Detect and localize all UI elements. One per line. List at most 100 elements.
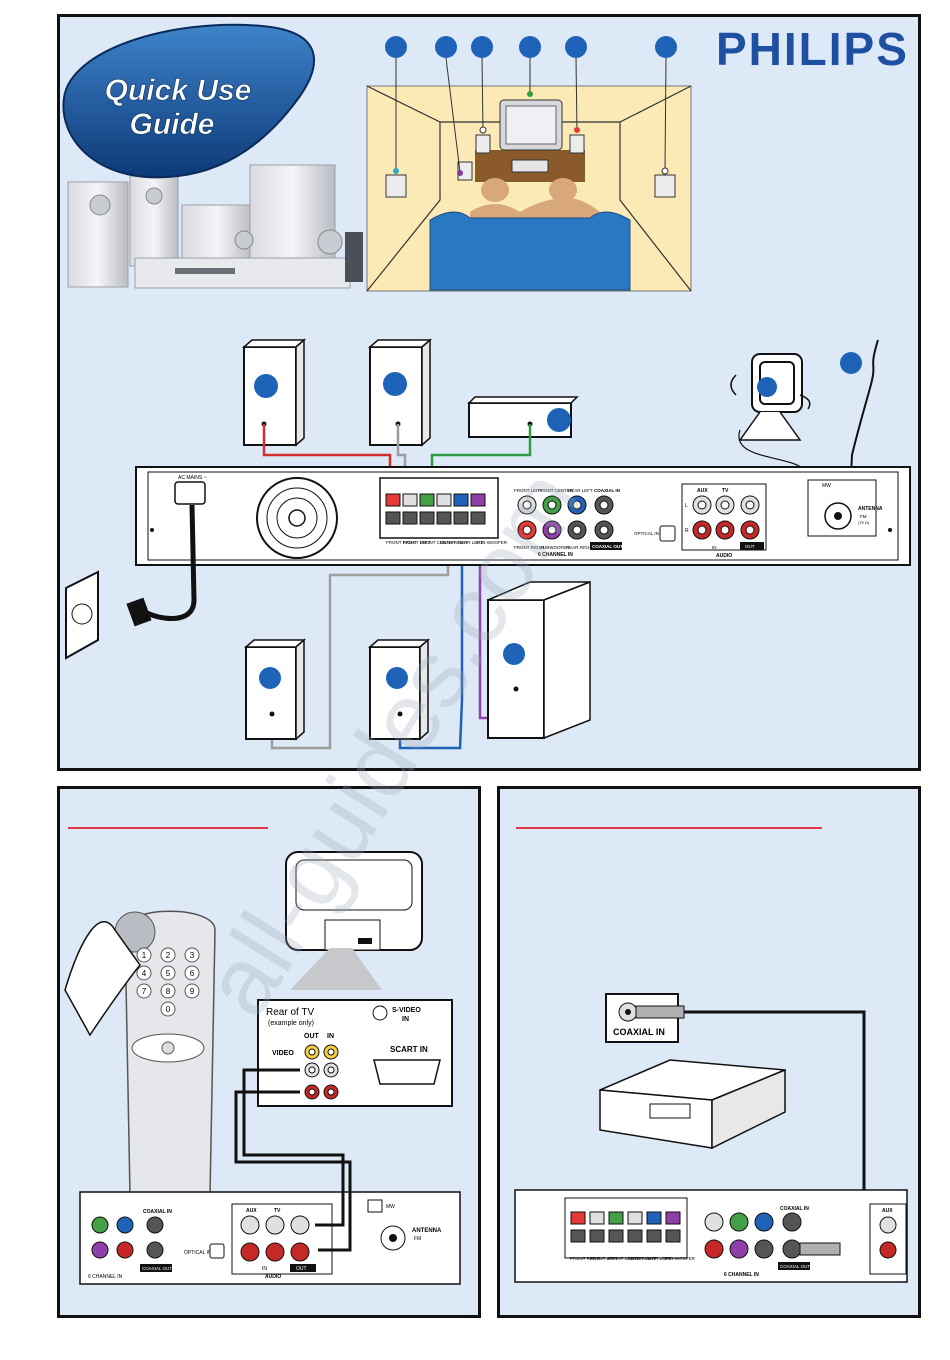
remote-key <box>184 947 200 963</box>
six-ch-front-left-label: FRONT LEFT <box>514 488 542 493</box>
bl-coaxial-out-label: COAXIAL OUT <box>142 1266 172 1271</box>
remote-key <box>160 947 176 963</box>
remote-key-label: 0 <box>166 1005 171 1014</box>
audio-label: AUDIO <box>716 553 732 559</box>
quick-use-guide-badge: Quick Use Guide <box>62 23 316 179</box>
six-channel-in-label: 6 CHANNEL IN <box>538 552 573 558</box>
remote-key-label: 5 <box>166 969 171 978</box>
tv-rear-illustration <box>285 851 423 990</box>
out-label-front-right: FRONT RIGHT <box>386 540 417 545</box>
br-six-channel-label: 6 CHANNEL IN <box>724 1272 759 1278</box>
aux-label: AUX <box>697 488 708 494</box>
ohm-label: (75 Ω) <box>858 520 870 525</box>
remote-key <box>160 1001 176 1017</box>
br-out-label-front-center: FRONT CENTER <box>608 1256 644 1261</box>
subwoofer <box>487 580 591 740</box>
r-label: R <box>685 528 689 534</box>
fm-label: FM <box>860 514 867 519</box>
remote-key-label: 4 <box>142 969 147 978</box>
coaxial-out-label: COAXIAL OUT <box>592 544 623 549</box>
six-ch-front-center-label: FRONT CENTER <box>538 488 574 493</box>
br-aux-label: AUX <box>882 1208 893 1214</box>
svideo-in-label: IN <box>402 1016 409 1023</box>
br-coaxial-in-label: COAXIAL IN <box>780 1206 809 1212</box>
bl-mw-label: MW <box>386 1204 395 1210</box>
out-label-front-left: FRONT LEFT <box>403 540 431 545</box>
badge-line1: Quick Use <box>105 74 252 107</box>
six-ch-rear-left-label: REAR LEFT <box>568 488 593 493</box>
six-ch-subwoofer-label: SUBWOOFER <box>540 545 570 550</box>
power-cord <box>65 504 197 660</box>
brand-logo: PHILIPS <box>716 23 909 75</box>
br-out-label-subwoofer: SUB-WOOFER <box>664 1256 696 1261</box>
remote-key-label: 7 <box>142 987 147 996</box>
in-label: IN <box>712 545 717 550</box>
bl-optical-in-label: OPTICAL IN <box>184 1250 212 1256</box>
center-speaker <box>467 396 579 438</box>
bl-aux-label: AUX <box>246 1208 257 1214</box>
out-label-rear-right: REAR RIGHT <box>440 540 468 545</box>
out-label-rear-left: REAR LEFT <box>458 540 483 545</box>
example-only-label: (example only) <box>268 1020 314 1027</box>
l-label: L <box>685 503 688 509</box>
bl-out-label: OUT <box>296 1266 307 1272</box>
scart-in-label: SCART IN <box>390 1045 428 1054</box>
br-out-label-front-right: FRONT RIGHT <box>570 1256 601 1261</box>
br-coaxial-out-label: COAXIAL OUT <box>780 1264 810 1269</box>
bl-fm-label: FM <box>414 1236 421 1242</box>
remote-nav-pad <box>131 1033 205 1063</box>
front-speakers <box>242 338 432 447</box>
badge-line2: Guide <box>129 108 214 141</box>
remote-key-label: 9 <box>190 987 195 996</box>
coaxial-in-callout: COAXIAL IN <box>605 993 685 1043</box>
remote-key <box>184 983 200 999</box>
product-photo <box>67 164 363 289</box>
mw-label: MW <box>822 483 831 489</box>
br-out-label-front-left: FRONT LEFT <box>590 1256 618 1261</box>
receiver-rear-left-crop: COAXIAL IN COAXIAL OUT 6 CHANNEL IN OPTI… <box>79 1191 461 1285</box>
six-ch-rear-right-label: REAR RIGHT <box>566 545 594 550</box>
rear-of-tv-title: Rear of TV <box>266 1007 314 1018</box>
video-label: VIDEO <box>272 1050 294 1057</box>
br-out-label-rear-right: REAR RIGHT <box>628 1256 656 1261</box>
tv-out-label: OUT <box>304 1033 320 1040</box>
six-ch-front-right-label: FRONT RIGHT <box>514 545 545 550</box>
pressing-finger <box>64 921 141 1037</box>
receiver-rear-panel: AC MAINS ~ FRONT RIGHT FRONT LEFT FRONT … <box>135 466 911 566</box>
receiver-rear-right-crop: FRONT RIGHT FRONT LEFT FRONT CENTER REAR… <box>514 1189 908 1283</box>
bl-antenna-label: ANTENNA <box>412 1228 442 1234</box>
ac-mains-label: AC MAINS ~ <box>178 475 207 481</box>
remote-key <box>136 947 152 963</box>
out-label-front-center: FRONT CENTER <box>420 540 456 545</box>
dvd-player <box>599 1059 786 1150</box>
remote-keypad: 1 2 3 4 5 6 7 8 9 0 <box>136 947 200 1017</box>
remote-key <box>160 983 176 999</box>
svideo-label: S-VIDEO <box>392 1007 421 1014</box>
tv-in-label: IN <box>327 1033 334 1040</box>
remote-key-label: 2 <box>166 951 171 960</box>
remote-key <box>184 965 200 981</box>
br-out-label-rear-left: REAR LEFT <box>646 1256 671 1261</box>
rear-speakers <box>244 638 430 741</box>
bl-tv-label: TV <box>274 1208 281 1214</box>
out-label-subwoofer: SUB-WOOFER <box>476 540 508 545</box>
remote-key-label: 6 <box>190 969 195 978</box>
remote-key <box>136 965 152 981</box>
tv-rear-panel-detail: Rear of TV (example only) S-VIDEO IN OUT… <box>257 999 453 1107</box>
remote-key-label: 1 <box>142 951 147 960</box>
bl-coaxial-in-label: COAXIAL IN <box>143 1209 172 1215</box>
out-label: OUT <box>745 544 755 549</box>
tv-audio-cables <box>234 1068 352 1252</box>
room-placement-diagram <box>366 57 692 292</box>
bl-six-channel-label: 6 CHANNEL IN <box>88 1274 123 1280</box>
am-loop-antenna <box>730 353 823 483</box>
tv-label: TV <box>722 488 729 494</box>
remote-key-label: 3 <box>190 951 195 960</box>
remote-key <box>160 965 176 981</box>
antenna-label: ANTENNA <box>858 506 883 512</box>
coaxial-in-label: COAXIAL IN <box>594 488 620 493</box>
bl-audio-label: AUDIO <box>265 1274 281 1280</box>
remote-key <box>136 983 152 999</box>
optical-in-label: OPTICAL IN <box>634 531 659 536</box>
remote-key-label: 8 <box>166 987 171 996</box>
